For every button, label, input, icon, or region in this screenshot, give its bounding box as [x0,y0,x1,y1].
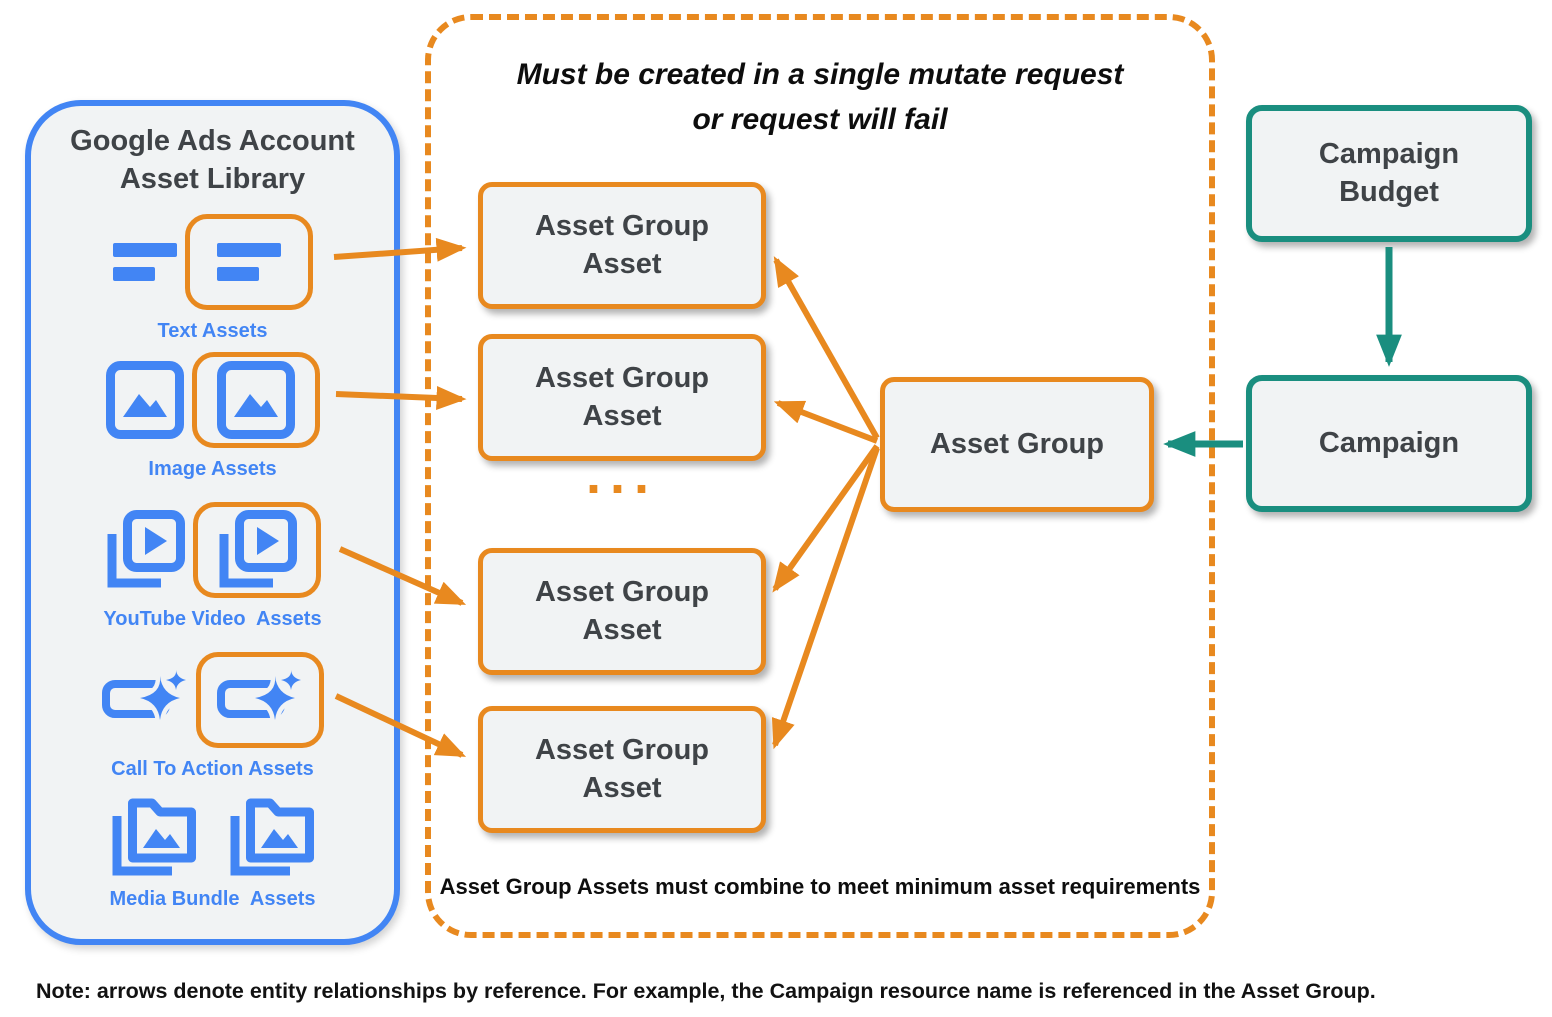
selected-call-to-action-asset-ring [195,652,324,748]
asset-group-asset-label: Asset Group [534,734,710,767]
mutate-title-line2: or request will fail [692,103,948,136]
mutate-title-line1: Must be created in a single mutate reque… [516,58,1124,91]
asset-group-asset-box-4: Asset Group Asset [478,706,766,833]
media-bundle-assets-row: Media Bundle Assets [31,790,394,911]
asset-library-title: Google Ads Account Asset Library [31,122,394,199]
youtube-video-assets-row: YouTube Video Assets [31,502,394,631]
call-to-action-assets-label: Call To Action Assets [111,758,314,780]
asset-group-asset-box-3: Asset Group Asset [478,548,766,675]
mutate-request-title: Must be created in a single mutate reque… [425,52,1215,142]
campaign-budget-label: Budget [1339,175,1439,208]
asset-group-asset-label: Asset Group [534,362,710,395]
media-bundle-assets-label: Media Bundle Assets [109,888,316,910]
selected-image-asset-ring [191,352,320,448]
youtube-video-assets-label: YouTube Video Assets [103,608,322,630]
image-asset-icon [105,361,184,439]
campaign-label: Campaign [1318,426,1460,459]
media-bundle-asset-icon [230,798,314,876]
library-title-line1: Google Ads Account [70,125,355,157]
asset-library-panel: Google Ads Account Asset Library Text As… [25,100,400,945]
asset-group-asset-label: Asset [582,613,662,646]
media-bundle-asset-icon [112,798,196,876]
asset-group-asset-label: Asset [582,399,662,432]
call-to-action-asset-icon [101,669,187,721]
youtube-video-asset-icon [219,510,297,588]
asset-group-box: Asset Group [880,377,1154,512]
mutate-request-dashed-box [425,14,1215,938]
reference-footnote: Note: arrows denote entity relationships… [36,979,1376,1003]
call-to-action-asset-icon [216,669,302,721]
asset-group-asset-box-2: Asset Group Asset [478,334,766,461]
text-assets-row: Text Assets [31,214,394,343]
asset-group-label: Asset Group [929,427,1105,460]
asset-group-asset-label: Asset [582,771,662,804]
asset-requirements-caption: Asset Group Assets must combine to meet … [439,874,1201,899]
image-assets-label: Image Assets [148,458,277,480]
selected-youtube-video-asset-ring [192,502,321,598]
campaign-budget-box: Campaign Budget [1246,105,1532,242]
campaign-box: Campaign [1246,375,1532,512]
call-to-action-assets-row: Call To Action Assets [31,652,394,781]
text-asset-icon [216,243,281,281]
asset-group-asset-label: Asset Group [534,210,710,243]
image-asset-icon [216,361,295,439]
asset-group-asset-label: Asset Group [534,576,710,609]
asset-group-asset-label: Asset [582,247,662,280]
text-assets-label: Text Assets [157,320,268,342]
text-asset-icon [112,243,177,281]
library-title-line2: Asset Library [119,163,306,196]
youtube-video-asset-icon [107,510,185,588]
more-asset-group-assets-ellipsis: ... [585,445,658,505]
image-assets-row: Image Assets [31,352,394,481]
campaign-budget-label: Campaign [1318,138,1460,171]
selected-text-asset-ring [184,214,313,310]
asset-group-asset-box-1: Asset Group Asset [478,182,766,309]
